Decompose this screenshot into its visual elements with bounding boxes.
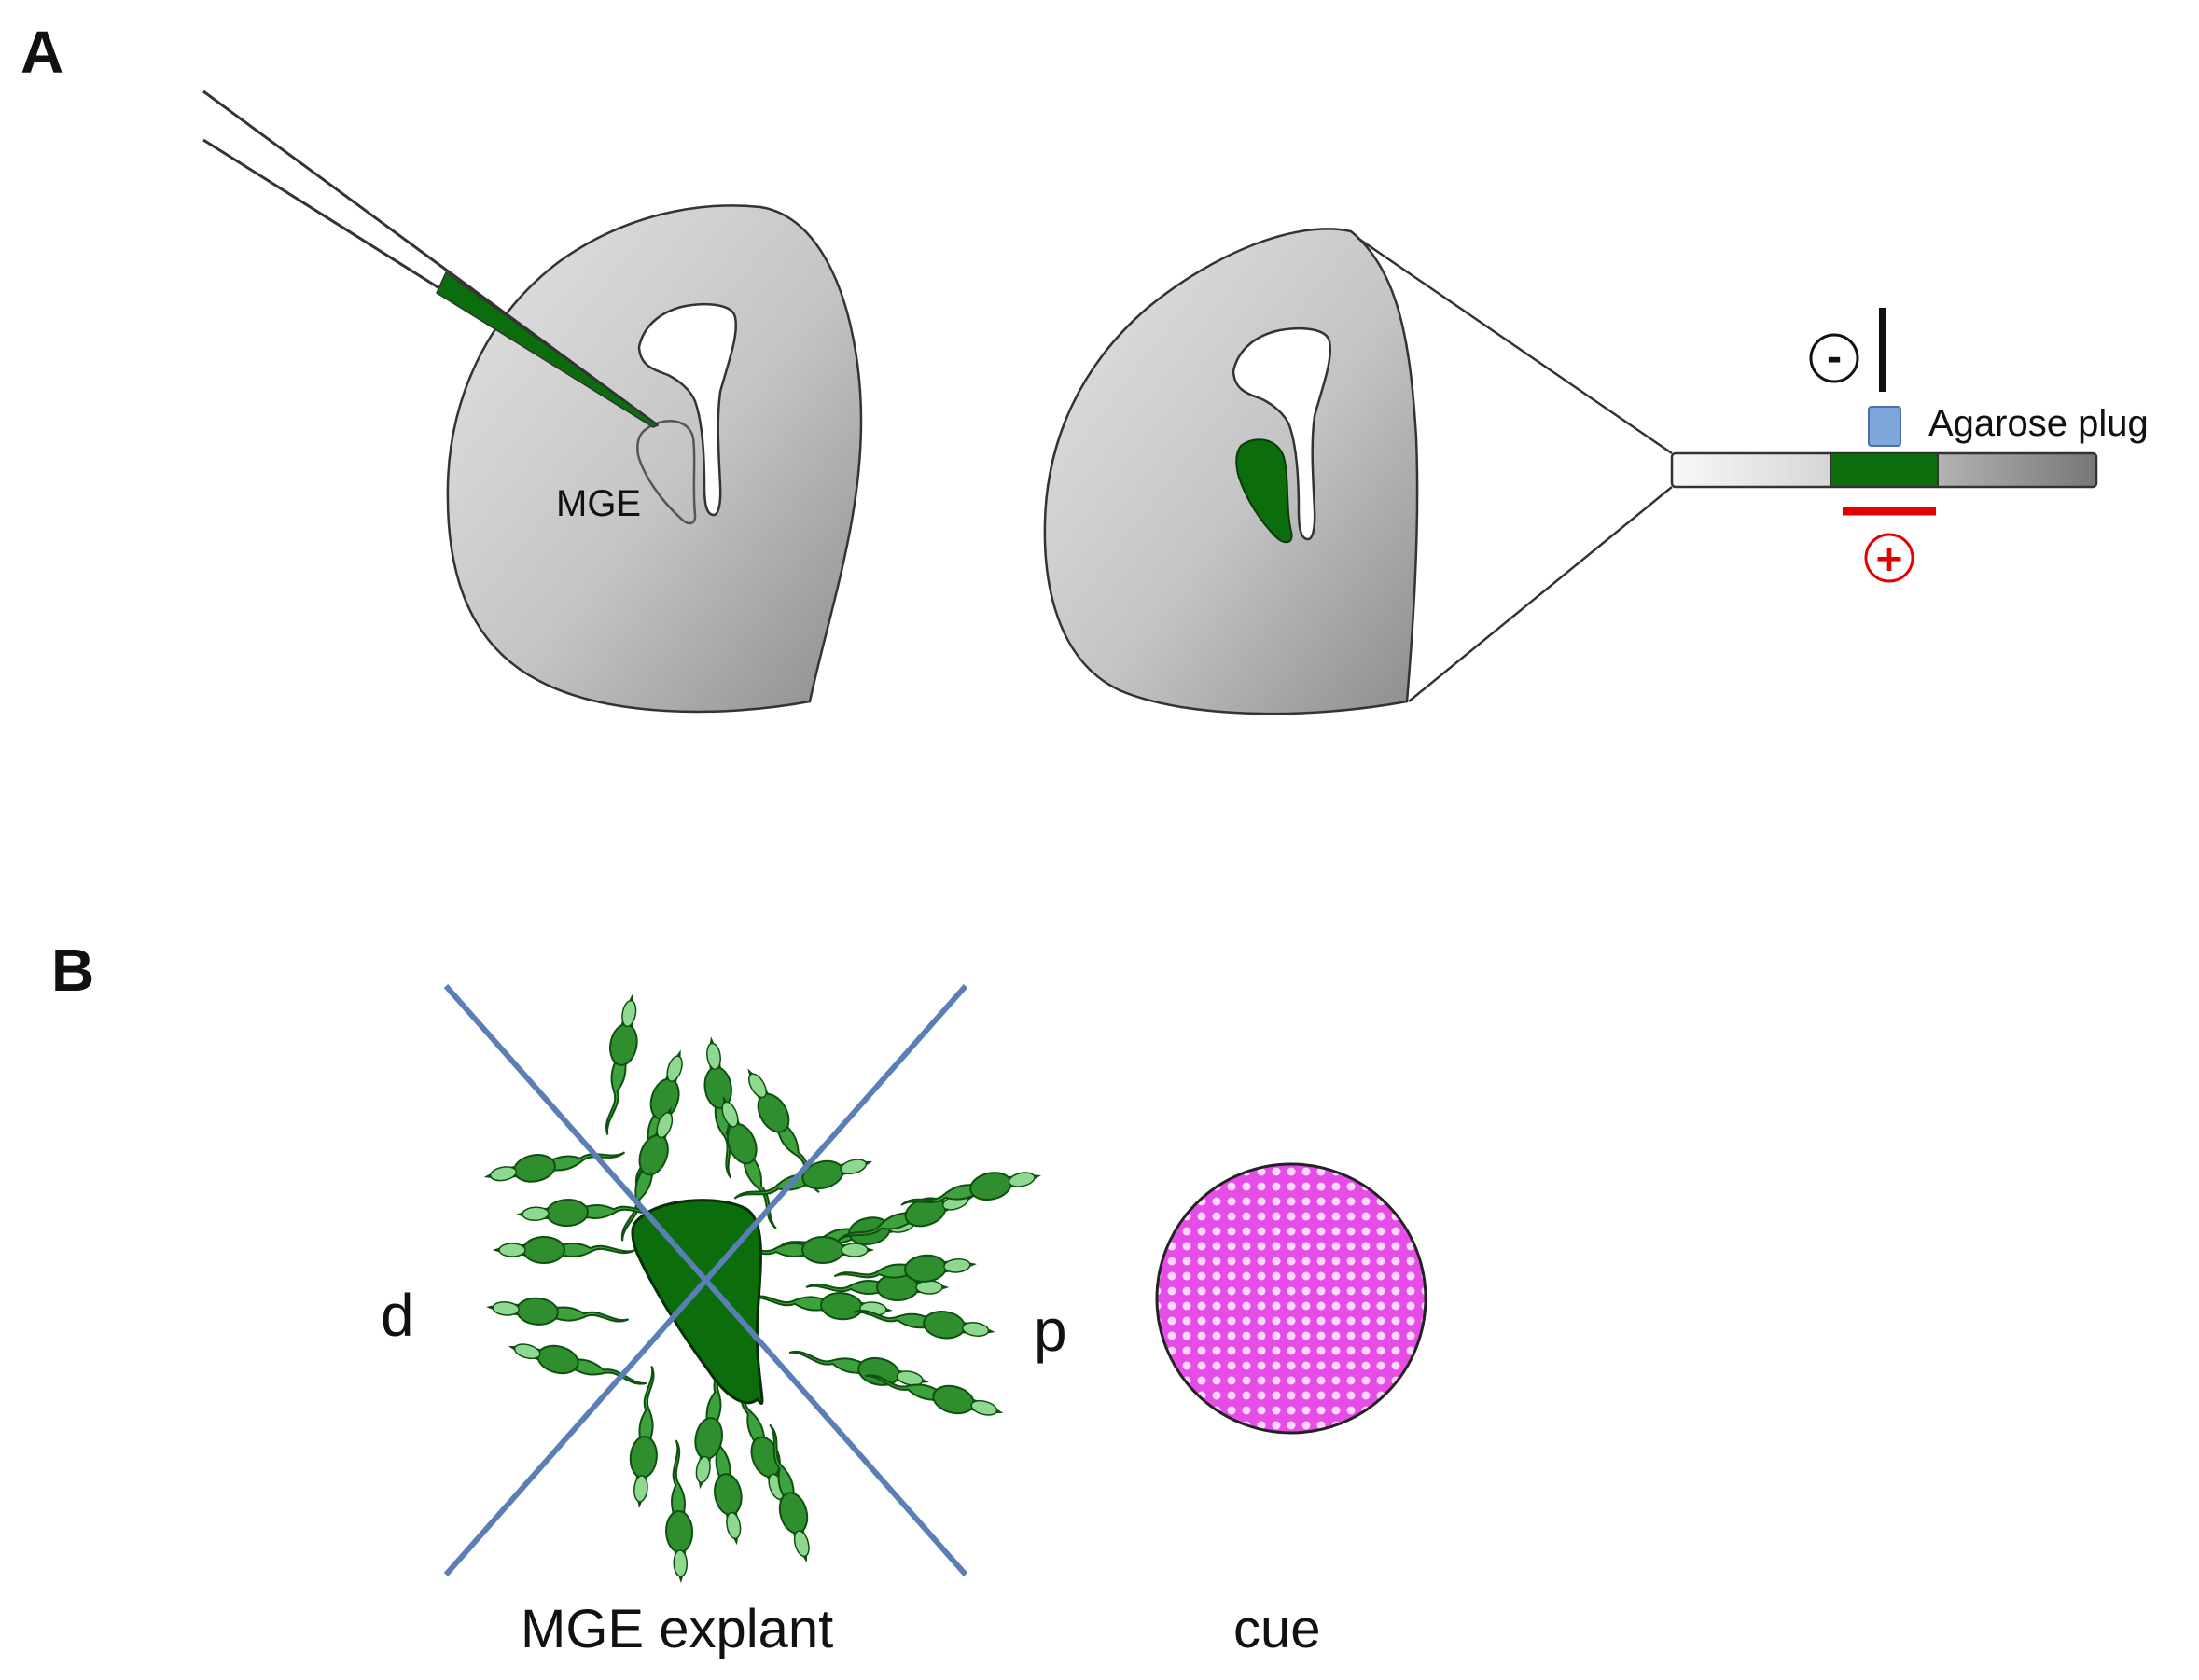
cue-label: cue <box>1233 1599 1321 1659</box>
zoom-line-bottom <box>1408 486 1673 702</box>
migrating-cell <box>486 1293 631 1334</box>
agarose-plug-label: Agarose plug <box>1928 403 2149 444</box>
migrating-cell <box>494 1236 636 1264</box>
left-brain-slice: MGE <box>446 204 863 714</box>
migrating-cell <box>625 1364 666 1508</box>
migrating-cell <box>593 993 647 1138</box>
mge-electroporated <box>1235 438 1293 544</box>
quadrant-line-2 <box>443 984 968 1576</box>
minus-sign: - <box>1827 337 1843 380</box>
mge-explant-label: MGE explant <box>521 1599 833 1659</box>
panel-a-label: A <box>21 19 63 86</box>
mge-label: MGE <box>556 483 641 524</box>
agarose-plug <box>1868 406 1901 447</box>
mge-region-bar <box>1830 452 1939 488</box>
proximal-label: p <box>1034 1297 1067 1364</box>
mge-outline <box>636 420 697 525</box>
cue-circle <box>1155 1162 1427 1435</box>
distal-label: d <box>381 1282 414 1349</box>
panel-b-label: B <box>51 937 94 1004</box>
plus-sign: + <box>1873 537 1905 580</box>
zoom-line-top <box>1357 236 1673 455</box>
panel-b: B d p MGE explant cue <box>51 937 1427 1659</box>
ventricle <box>1232 326 1331 541</box>
plus-symbol: + <box>1864 533 1914 583</box>
right-brain-slice <box>1043 228 1419 715</box>
ventricle <box>637 302 737 517</box>
injection-pipette <box>202 90 660 428</box>
panel-a: A MGE <box>21 19 2149 715</box>
slice-side-view <box>1670 451 2098 516</box>
minus-symbol: - <box>1809 333 1859 383</box>
migrating-cells <box>483 993 1042 1582</box>
migrating-cell <box>661 1438 695 1582</box>
